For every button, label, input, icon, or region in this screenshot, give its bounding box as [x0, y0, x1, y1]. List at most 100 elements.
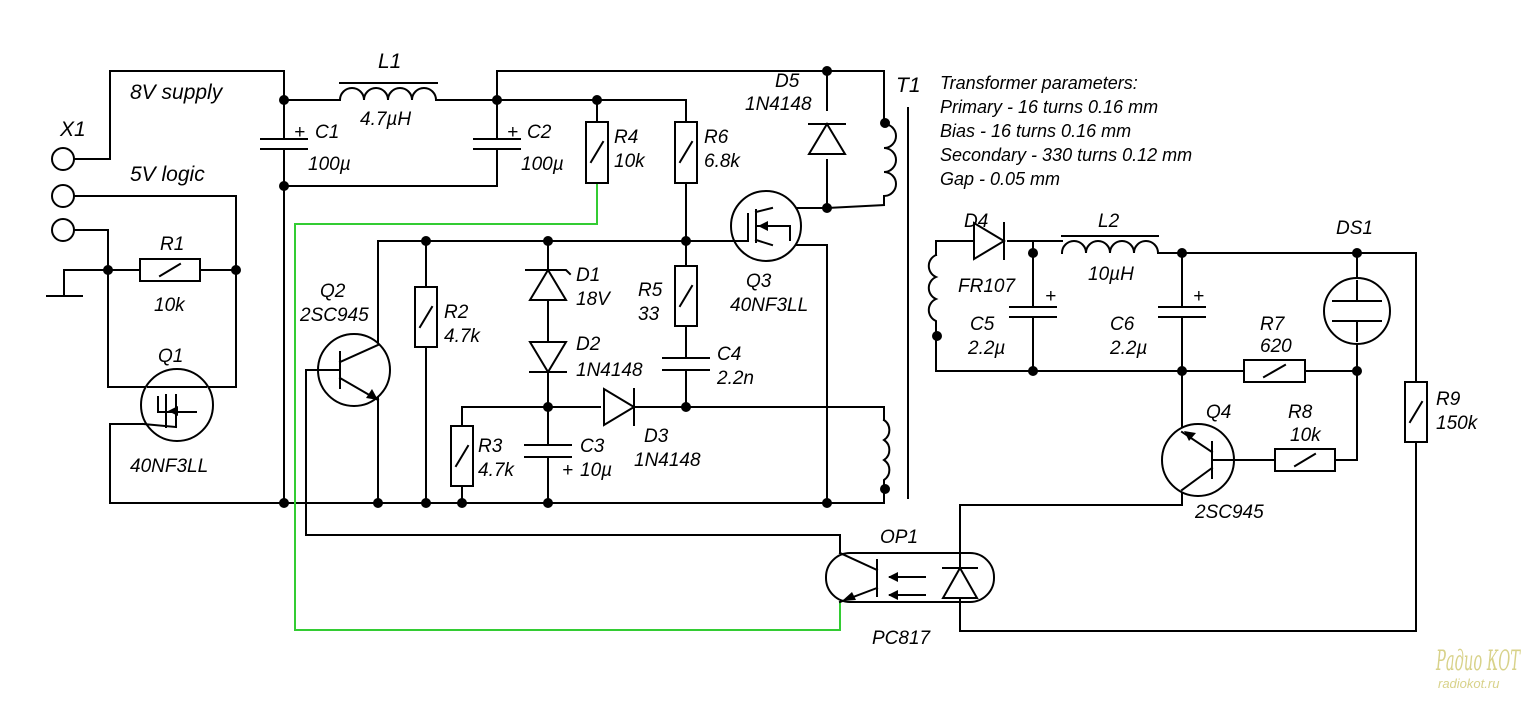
label-r1: R1: [160, 234, 184, 255]
inductor-l1: [338, 82, 438, 102]
diode-d5: [807, 122, 847, 155]
label-ds1: DS1: [1336, 218, 1373, 239]
labels: 8V supply 5V logic X1 L1 4.7µH + C1 100µ…: [59, 50, 1479, 649]
label-op1: OP1: [880, 527, 918, 548]
params-line-secondary: Secondary - 330 turns 0.12 mm: [940, 145, 1192, 165]
params-line-gap: Gap - 0.05 mm: [940, 169, 1060, 189]
label-r2-value: 4.7k: [444, 326, 481, 347]
label-op1-value: PC817: [872, 628, 932, 649]
label-d3-value: 1N4148: [634, 450, 701, 471]
label-r8: R8: [1288, 402, 1313, 423]
label-l2-value: 10µH: [1088, 264, 1134, 285]
label-c3-value: 10µ: [580, 460, 612, 481]
label-c6-value: 2.2µ: [1109, 338, 1147, 359]
label-c6-polarity: +: [1193, 286, 1204, 307]
capacitor-c6: [1158, 306, 1206, 318]
label-c5-value: 2.2µ: [967, 338, 1005, 359]
resistor-r9: [1404, 381, 1428, 443]
label-r9: R9: [1436, 389, 1461, 410]
capacitor-c3: [524, 444, 572, 458]
junction-dots: [103, 66, 1362, 508]
capacitor-c4: [662, 357, 710, 371]
label-r4: R4: [614, 127, 638, 148]
label-q2-value: 2SC945: [299, 305, 369, 326]
label-c1-polarity: +: [294, 122, 305, 143]
label-q2: Q2: [320, 281, 346, 302]
resistor-r4: [585, 121, 609, 184]
label-d4-value: FR107: [958, 276, 1016, 297]
label-d5-value: 1N4148: [745, 94, 812, 115]
label-q4: Q4: [1206, 402, 1231, 423]
label-q1: Q1: [158, 346, 183, 367]
label-c1: C1: [315, 122, 339, 143]
label-r7-value: 620: [1260, 336, 1292, 357]
label-r1-value: 10k: [154, 295, 186, 316]
capacitor-c2: [473, 138, 521, 150]
label-d5: D5: [775, 71, 800, 92]
label-c6: C6: [1110, 314, 1135, 335]
transistor-q2: [305, 333, 391, 407]
label-r6: R6: [704, 127, 729, 148]
feedback-wire: [294, 183, 841, 631]
label-d2-value: 1N4148: [576, 360, 643, 381]
diode-d2: [528, 341, 568, 374]
label-l1: L1: [378, 50, 401, 73]
resistor-r5: [674, 265, 698, 327]
label-l1-value: 4.7µH: [360, 109, 411, 130]
label-r3-value: 4.7k: [478, 460, 515, 481]
watermark: Радио КОТ radiokot.ru: [1435, 644, 1521, 691]
resistor-r8: [1274, 448, 1336, 472]
resistor-r2: [414, 286, 438, 348]
optocoupler-op1: [825, 551, 995, 604]
label-c4-value: 2.2n: [716, 368, 754, 389]
label-c3: C3: [580, 436, 605, 457]
label-d4: D4: [964, 211, 988, 232]
params-line-bias: Bias - 16 turns 0.16 mm: [940, 121, 1131, 141]
inductor-l2: [1060, 235, 1160, 255]
label-5v-logic: 5V logic: [130, 163, 205, 186]
label-q3: Q3: [746, 271, 772, 292]
label-d2: D2: [576, 334, 601, 355]
label-r7: R7: [1260, 314, 1286, 335]
label-c2: C2: [527, 122, 552, 143]
label-x1: X1: [59, 118, 86, 141]
zener-d1: [525, 268, 572, 303]
capacitor-c5: [1009, 306, 1057, 318]
label-q1-value: 40NF3LL: [130, 456, 208, 477]
display-ds1: [1323, 277, 1391, 345]
label-d1-value: 18V: [576, 289, 612, 310]
label-c3-polarity: +: [562, 460, 573, 481]
transformer-t1: [880, 105, 942, 499]
resistor-r3: [450, 425, 474, 487]
label-8v-supply: 8V supply: [130, 81, 224, 104]
label-c5: C5: [970, 314, 995, 335]
connector-x1: [51, 147, 75, 242]
label-r6-value: 6.8k: [704, 151, 741, 172]
label-r9-value: 150k: [1436, 413, 1479, 434]
label-d3: D3: [644, 426, 669, 447]
resistor-r1: [139, 258, 201, 282]
label-c4: C4: [717, 344, 741, 365]
label-r8-value: 10k: [1290, 425, 1322, 446]
label-c5-polarity: +: [1045, 286, 1056, 307]
resistor-r6: [674, 121, 698, 184]
capacitor-c1: [260, 138, 308, 150]
label-q4-value: 2SC945: [1194, 502, 1264, 523]
wires: [46, 70, 1417, 632]
label-c2-value: 100µ: [521, 154, 564, 175]
transistor-q4: [1161, 423, 1236, 497]
label-r5-value: 33: [638, 304, 660, 325]
resistor-r7: [1243, 359, 1306, 383]
watermark-logo: Радио КОТ: [1435, 644, 1521, 677]
label-d1: D1: [576, 265, 600, 286]
label-q3-value: 40NF3LL: [730, 295, 808, 316]
label-c1-value: 100µ: [308, 154, 351, 175]
label-t1: T1: [896, 74, 921, 97]
label-r4-value: 10k: [614, 151, 646, 172]
params-line-primary: Primary - 16 turns 0.16 mm: [940, 97, 1158, 117]
mosfet-q1: [140, 368, 214, 442]
label-r3: R3: [478, 436, 503, 457]
params-title: Transformer parameters:: [940, 73, 1138, 93]
